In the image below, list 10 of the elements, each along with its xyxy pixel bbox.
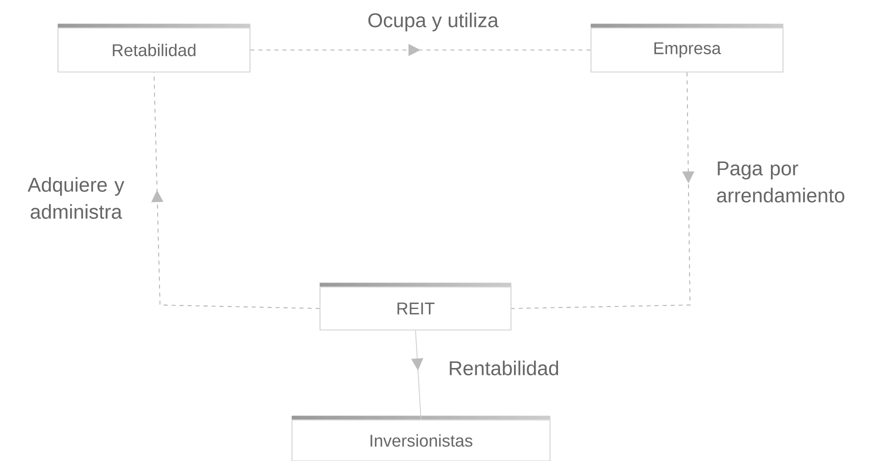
process-box: REIT — [320, 286, 512, 330]
edge-label: Ocupa y utiliza — [368, 12, 499, 32]
arrow — [411, 330, 424, 420]
arrow — [511, 72, 694, 309]
edge-label: Rentabilidad — [450, 360, 558, 376]
process-box: Inversionistas — [292, 420, 550, 461]
process-box: Retabilidad — [58, 28, 250, 72]
edge-label: Adquiere y administra — [28, 177, 124, 219]
process-box: Empresa — [590, 28, 784, 72]
edge-label: Paga por arrendamiento — [717, 162, 844, 202]
